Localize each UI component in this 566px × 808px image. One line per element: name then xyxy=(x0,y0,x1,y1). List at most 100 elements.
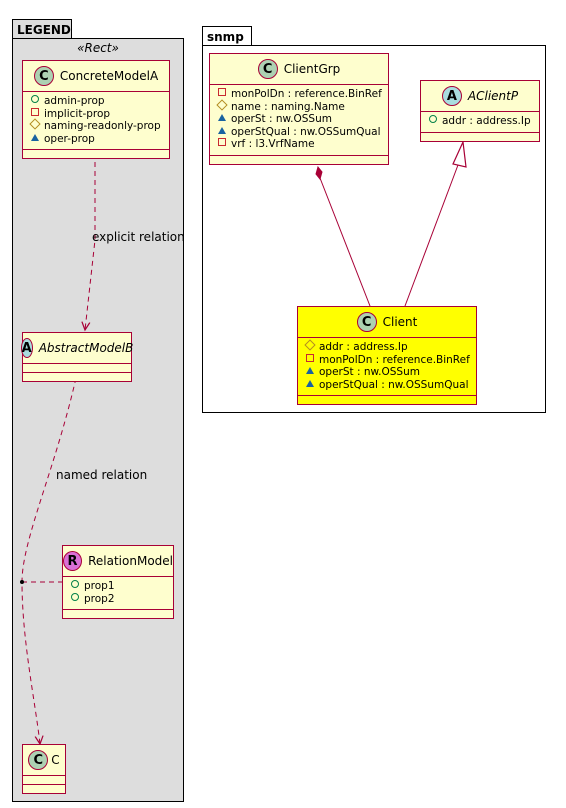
attribute-text: prop2 xyxy=(84,592,115,605)
attribute-row: name : naming.Name xyxy=(216,101,382,114)
class-attributes: addr : address.Ip xyxy=(421,112,539,132)
attribute-row: prop1 xyxy=(69,580,167,593)
class-badge-icon: C xyxy=(33,66,54,86)
public-icon xyxy=(427,115,439,128)
relation-badge-icon: R xyxy=(63,551,83,571)
class-attributes: monPolDn : reference.BinRef name : namin… xyxy=(210,85,388,155)
attribute-row: operSt : nw.OSSum xyxy=(304,366,470,379)
generalization-arrowhead xyxy=(452,139,467,168)
class-name: AClientP xyxy=(467,89,519,103)
abstract-badge-icon: A xyxy=(441,86,462,106)
class-header: A AClientP xyxy=(421,81,539,112)
attribute-text: addr : address.Ip xyxy=(319,341,408,353)
class-header: C C xyxy=(23,745,65,776)
class-attributes: prop1 prop2 xyxy=(63,577,173,609)
private-icon xyxy=(216,138,228,151)
attribute-text: addr : address.Ip xyxy=(442,115,531,127)
protected-icon xyxy=(29,120,41,133)
attribute-text: operStQual : nw.OSSumQual xyxy=(319,378,469,391)
class-client[interactable]: C Client addr : address.Ip monPolDn : re… xyxy=(297,306,477,405)
attribute-text: implicit-prop xyxy=(44,107,111,120)
relation-junction-dot xyxy=(20,580,24,584)
attribute-row: monPolDn : reference.BinRef xyxy=(216,88,382,101)
legend-stereotype: «Rect» xyxy=(77,41,119,55)
attribute-row: operStQual : nw.OSSumQual xyxy=(304,379,470,392)
attribute-row: operSt : nw.OSSum xyxy=(216,113,382,126)
explicit-relation-label: explicit relation xyxy=(92,230,185,244)
class-a-client-p[interactable]: A AClientP addr : address.Ip xyxy=(420,80,540,142)
package-visibility-icon xyxy=(216,126,228,139)
class-header: C ConcreteModelA xyxy=(23,61,169,92)
attribute-row: naming-readonly-prop xyxy=(29,120,163,133)
class-attributes: admin-prop implicit-prop naming-readonly… xyxy=(23,92,169,149)
attribute-text: monPolDn : reference.BinRef xyxy=(231,88,382,100)
attribute-text: vrf : l3.VrfName xyxy=(231,138,315,150)
abstract-badge-icon: A xyxy=(20,338,33,358)
attribute-text: admin-prop xyxy=(44,95,105,107)
class-attributes: addr : address.Ip monPolDn : reference.B… xyxy=(298,338,476,395)
class-name: ClientGrp xyxy=(283,62,341,76)
class-name: C xyxy=(51,753,60,767)
class-attributes xyxy=(23,364,131,372)
class-badge-icon: C xyxy=(257,59,278,79)
named-relation-label: named relation xyxy=(56,468,148,482)
class-operations xyxy=(210,154,388,164)
generalization-line xyxy=(404,164,459,307)
class-c[interactable]: C C xyxy=(22,744,66,794)
attribute-row: vrf : l3.VrfName xyxy=(216,138,382,151)
package-visibility-icon xyxy=(216,113,228,126)
class-attributes xyxy=(23,776,65,784)
class-header: A AbstractModelB xyxy=(20,333,134,364)
attribute-row: implicit-prop xyxy=(29,108,163,121)
protected-icon xyxy=(216,101,228,114)
legend-package xyxy=(12,38,184,802)
attribute-row: addr : address.Ip xyxy=(304,341,470,354)
private-icon xyxy=(304,354,316,367)
composition-line xyxy=(319,177,371,307)
snmp-package-tab: snmp xyxy=(202,26,252,46)
attribute-text: oper-prop xyxy=(44,132,95,145)
attribute-row: prop2 xyxy=(69,593,167,606)
class-name: AbstractModelB xyxy=(38,341,134,355)
class-name: RelationModel xyxy=(88,554,173,568)
package-visibility-icon xyxy=(29,133,41,146)
class-relation-model[interactable]: R RelationModel prop1 prop2 xyxy=(62,545,174,619)
class-client-grp[interactable]: C ClientGrp monPolDn : reference.BinRef … xyxy=(209,53,389,165)
class-header: C ClientGrp xyxy=(210,54,388,85)
class-operations xyxy=(23,372,131,381)
class-operations xyxy=(23,149,169,158)
explicit-relation-line xyxy=(85,162,96,330)
legend-package-tab: LEGEND xyxy=(12,19,72,39)
attribute-text: operSt : nw.OSSum xyxy=(319,366,420,378)
class-badge-icon: C xyxy=(28,750,49,770)
class-operations xyxy=(298,395,476,404)
class-operations xyxy=(63,609,173,618)
attribute-text: naming-readonly-prop xyxy=(44,120,161,132)
protected-icon xyxy=(304,341,316,354)
attribute-row: monPolDn : reference.BinRef xyxy=(304,354,470,367)
class-operations xyxy=(23,784,65,793)
class-operations xyxy=(421,131,539,141)
attribute-row: operStQual : nw.OSSumQual xyxy=(216,126,382,139)
class-concrete-model-a[interactable]: C ConcreteModelA admin-prop implicit-pro… xyxy=(22,60,170,159)
class-abstract-model-b[interactable]: A AbstractModelB xyxy=(20,332,134,382)
package-visibility-icon xyxy=(304,379,316,392)
public-icon xyxy=(29,95,41,108)
class-header: R RelationModel xyxy=(63,546,173,577)
class-name: Client xyxy=(382,315,418,329)
attribute-row: admin-prop xyxy=(29,95,163,108)
attribute-row: oper-prop xyxy=(29,133,163,146)
class-badge-icon: C xyxy=(356,312,377,332)
attribute-text: prop1 xyxy=(84,580,115,592)
attribute-row: addr : address.Ip xyxy=(427,115,533,128)
package-visibility-icon xyxy=(304,366,316,379)
composition-diamond xyxy=(315,165,323,181)
attribute-text: operStQual : nw.OSSumQual xyxy=(231,125,381,138)
public-icon xyxy=(69,593,81,606)
attribute-text: name : naming.Name xyxy=(231,100,345,113)
class-header: C Client xyxy=(298,307,476,338)
attribute-text: operSt : nw.OSSum xyxy=(231,113,332,125)
public-icon xyxy=(69,580,81,593)
class-name: ConcreteModelA xyxy=(59,69,159,83)
